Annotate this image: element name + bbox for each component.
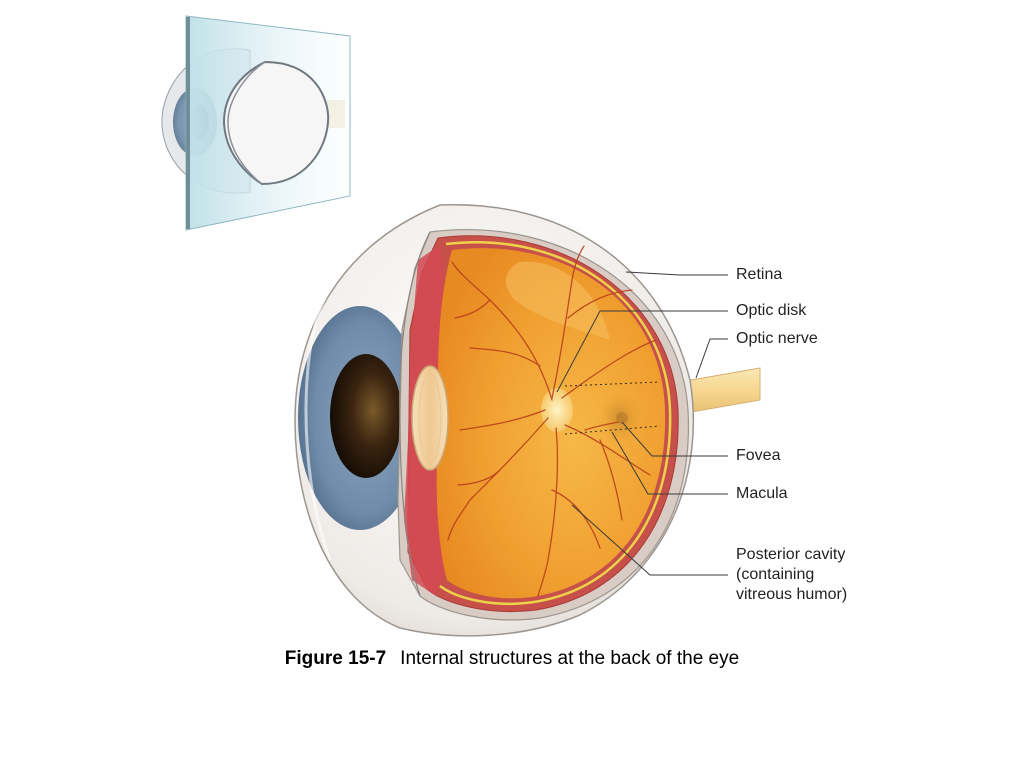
retinal-vessels — [447, 245, 657, 597]
figure-caption-text: Internal structures at the back of the e… — [400, 648, 740, 669]
label-posterior-cavity-line2: (containing — [736, 566, 815, 583]
label-posterior-cavity: Posterior cavity (containing vitreous hu… — [736, 545, 847, 605]
figure-caption: Figure 15-7 Internal structures at the ba… — [0, 648, 1024, 670]
label-optic-disk: Optic disk — [736, 302, 807, 319]
leader-lines — [556, 271, 728, 576]
label-posterior-cavity-line1: Posterior cavity — [736, 546, 846, 563]
main-eye — [294, 204, 695, 637]
figure-number: Figure 15-7 — [284, 648, 387, 669]
label-retina: Retina — [736, 266, 783, 283]
label-fovea: Fovea — [736, 447, 781, 464]
inset-eye — [161, 15, 351, 231]
label-optic-nerve: Optic nerve — [736, 330, 818, 347]
label-macula: Macula — [736, 485, 788, 502]
label-posterior-cavity-line3: vitreous humor) — [736, 586, 848, 603]
